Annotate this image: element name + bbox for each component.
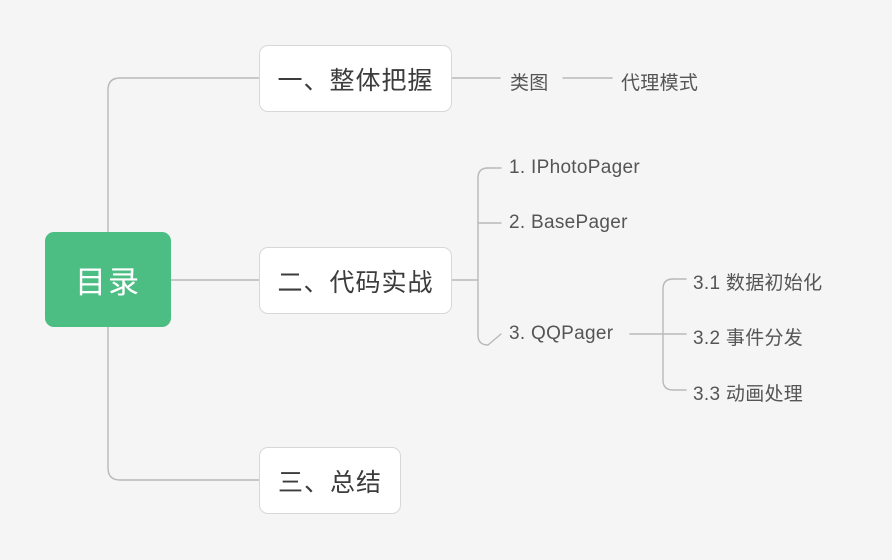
leaf-node-data-init[interactable]: 3.1 数据初始化 [693, 273, 823, 294]
branch-node-overall-grasp[interactable]: 一、整体把握 [259, 45, 452, 112]
leaf-node-qqpager[interactable]: 3. QQPager [509, 323, 614, 344]
leaf-node-basepager[interactable]: 2. BasePager [509, 212, 628, 233]
connector-root-to-branch1 [107, 77, 260, 233]
branch-node-label: 三、总结 [277, 468, 382, 497]
leaf-node-iphotopager[interactable]: 1. IPhotoPager [509, 157, 640, 178]
connector-root-to-branch3 [107, 326, 260, 481]
branch-node-label: 二、代码实战 [277, 268, 434, 297]
branch-node-label: 一、整体把握 [277, 66, 434, 95]
leaf-node-animation[interactable]: 3.3 动画处理 [693, 384, 804, 405]
branch-node-summary[interactable]: 三、总结 [259, 447, 401, 514]
branch-node-code-practice[interactable]: 二、代码实战 [259, 247, 452, 314]
leaf-node-proxy-pattern[interactable]: 代理模式 [621, 73, 699, 94]
leaf-node-class-diagram[interactable]: 类图 [510, 73, 549, 94]
root-node-label: 目录 [75, 265, 141, 300]
leaf-node-event-dispatch[interactable]: 3.2 事件分发 [693, 328, 804, 349]
connector-branch2-spine [477, 167, 489, 346]
connector-branch2-to-qq [487, 333, 502, 346]
connector-qqpager-spine [662, 278, 674, 391]
root-node[interactable]: 目录 [45, 232, 171, 327]
